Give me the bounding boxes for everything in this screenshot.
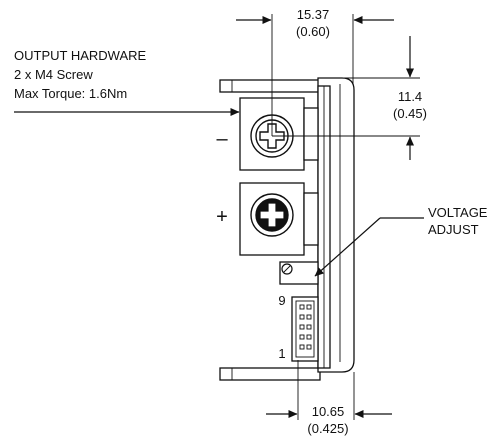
callout-voltage-adjust: VOLTAGE ADJUST <box>314 205 488 277</box>
bottom-mounting-tab <box>219 367 321 381</box>
voltage-adjust-line1: VOLTAGE <box>428 205 488 220</box>
dim-pitch-mm: 11.4 <box>398 89 422 104</box>
connector-pin <box>299 344 305 350</box>
connector-pin <box>306 334 312 340</box>
dim-bottom-mm: 10.65 <box>312 404 345 419</box>
connector-pin <box>299 334 305 340</box>
voltage-adjust-line2: ADJUST <box>428 222 479 237</box>
dim-pitch-in: (0.45) <box>393 106 427 121</box>
pin-1-label: 1 <box>278 346 285 361</box>
connector-pins <box>299 304 312 350</box>
connector-pin <box>306 344 312 350</box>
connector-pin <box>306 324 312 330</box>
dim-top-in: (0.60) <box>296 24 330 39</box>
dim-top-mm: 15.37 <box>297 7 330 22</box>
connector-pin <box>306 314 312 320</box>
plus-label: + <box>216 206 228 228</box>
terminal-minus <box>239 97 319 171</box>
minus-label: – <box>216 128 228 150</box>
output-hardware-screw: 2 x M4 Screw <box>14 67 93 82</box>
dim-bottom-in: (0.425) <box>307 421 348 436</box>
connector-pin <box>299 324 305 330</box>
output-hardware-title: OUTPUT HARDWARE <box>14 48 147 63</box>
pin-9-label: 9 <box>278 293 285 308</box>
screw-plus-icon[interactable] <box>250 193 294 237</box>
connector-pin <box>306 304 312 310</box>
top-mounting-tab <box>219 79 321 93</box>
connector-pin <box>299 304 305 310</box>
connector-pin <box>299 314 305 320</box>
connector-9pin <box>291 296 319 362</box>
terminal-plus <box>239 182 319 256</box>
output-hardware-torque: Max Torque: 1.6Nm <box>14 86 127 101</box>
voltage-adjust-pot[interactable] <box>279 261 319 285</box>
dim-bottom-width: 10.65 (0.425) <box>266 360 392 436</box>
dim-pitch: 11.4 (0.45) <box>272 36 427 160</box>
dim-top-width: 15.37 (0.60) <box>236 7 394 136</box>
callout-output-hardware: OUTPUT HARDWARE 2 x M4 Screw Max Torque:… <box>14 48 240 116</box>
